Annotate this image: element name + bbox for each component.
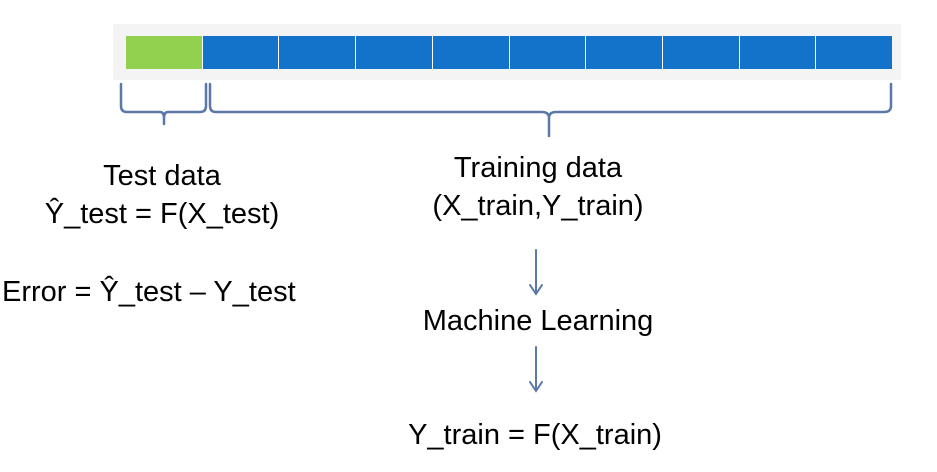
strip-segment-train [202, 36, 280, 69]
strip-segment-train [279, 36, 357, 69]
test-data-label: Test data [103, 160, 221, 192]
train-formula: Y_train = F(X_train) [408, 419, 662, 451]
machine-learning-label: Machine Learning [422, 305, 654, 337]
training-data-label: Training data [453, 152, 623, 184]
arrow-down-2 [529, 346, 543, 393]
strip-segment-train [509, 36, 587, 69]
strip-segment-train [739, 36, 817, 69]
strip-segment-train [586, 36, 663, 69]
training-data-subtitle: (X_train,Y_train) [432, 190, 644, 222]
strip-segment-test [126, 36, 203, 69]
strip-segment-train [432, 36, 510, 69]
error-formula: Error = Ŷ_test – Y_test [2, 276, 296, 308]
strip-segment-train [662, 36, 740, 69]
test-formula: Ŷ_test = F(X_test) [44, 198, 280, 230]
test-data-brace [119, 82, 208, 126]
training-data-brace [208, 82, 893, 138]
strip-segment-train [816, 36, 893, 69]
strip-segment-train [356, 36, 433, 69]
arrow-down-1 [529, 249, 543, 296]
data-strip [126, 36, 893, 69]
